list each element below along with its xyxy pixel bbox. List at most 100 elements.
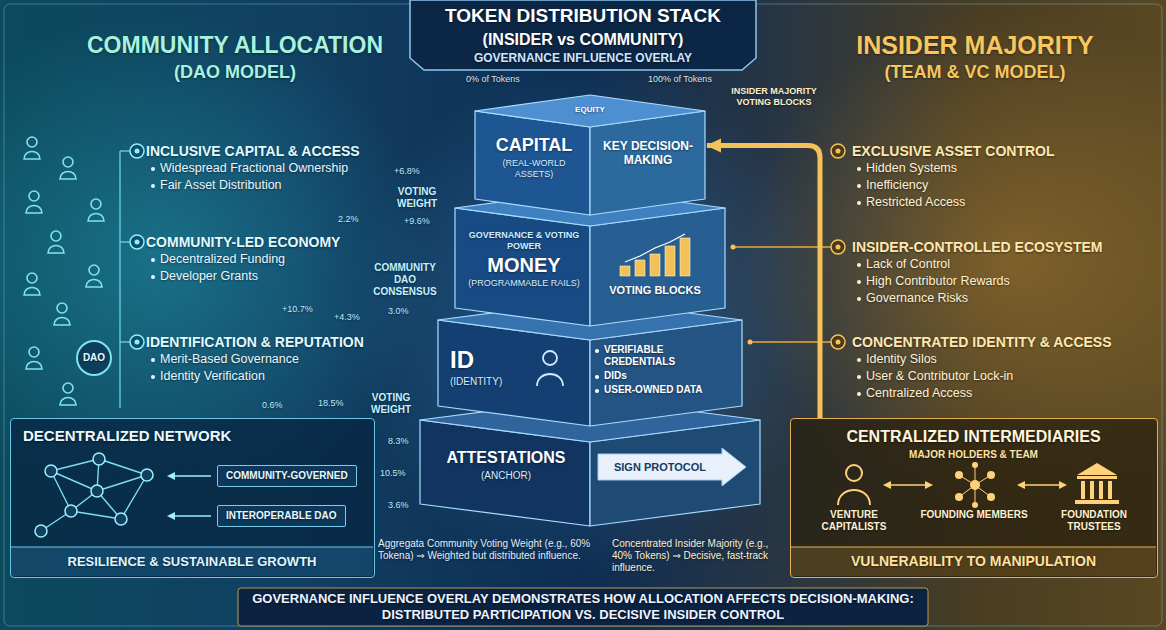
person-icon (60, 383, 76, 405)
panel-subheading: (TEAM & VC MODEL) (790, 62, 1160, 84)
trustee-icon (1081, 481, 1085, 499)
text-slot: (ANCHOR) (430, 470, 582, 482)
text-slot: +9.6% (404, 216, 430, 227)
tag-box: INTEROPERABLE DAO (217, 505, 346, 527)
scale-label: 100% of Tokens (648, 74, 712, 85)
bullet-text: Identity Verification (160, 368, 364, 385)
leader-line (120, 341, 130, 342)
text-slot: 3.6% (388, 500, 409, 511)
flow-label: COMMUNITY DAO CONSENSUS (368, 262, 442, 298)
text-slot: VOTING WEIGHT (364, 392, 418, 416)
bullet-icon (130, 335, 144, 349)
text-slot: MAJOR HOLDERS & TEAM (791, 449, 1156, 461)
layer-text: VERIFIABLE CREDENTIALS (604, 344, 732, 368)
chart-bar (680, 238, 690, 276)
exchange-head (883, 481, 891, 489)
network-link (121, 475, 147, 519)
chart-bar (665, 246, 675, 276)
panel-subheading: (DAO MODEL) (60, 62, 410, 84)
member-dot (972, 502, 978, 508)
layer-text: (ANCHOR) (430, 470, 582, 482)
title-subline: (INSIDER vs COMMUNITY) (410, 30, 756, 49)
network-node (35, 525, 47, 537)
network-node (93, 453, 105, 465)
text-slot: GOVERNANCE INFLUENCE OVERLAY (410, 51, 756, 65)
pointer-head (167, 512, 175, 520)
bullet-text: Hidden Systems (866, 160, 1055, 177)
item-heading: COMMUNITY-LED ECONOMY (146, 233, 340, 251)
pointer-head (167, 472, 175, 480)
member-dot (972, 462, 978, 468)
layer-text: ATTESTATIONS (430, 448, 582, 467)
person-icon (54, 303, 70, 325)
panel-title: DECENTRALIZED NETWORK (23, 427, 363, 445)
bullet-dot (836, 149, 841, 154)
panel-text: FOUNDATION TRUSTEES (1039, 509, 1149, 533)
member-dot (987, 471, 995, 479)
person-icon (537, 374, 563, 386)
layer-text: USER-OWNED DATA (604, 384, 732, 396)
member-dot (970, 480, 980, 490)
person-icon (60, 157, 76, 179)
note-text: Aggregata Community Voting Weight (e.g.,… (378, 538, 593, 562)
bullet-text: Centralized Access (866, 385, 1112, 402)
leader-line (120, 241, 130, 242)
text-slot: TOKEN DISTRIBUTION STACK (410, 5, 756, 28)
item-heading: EXCLUSIVE ASSET CONTROL (852, 142, 1055, 160)
layer-text: SIGN PROTOCOL (602, 461, 718, 474)
percent-label: 10.5% (380, 468, 406, 479)
leader-line (120, 150, 130, 151)
stack-layer: EQUITYCAPITAL(REAL-WORLD ASSETS)KEY DECI… (475, 95, 705, 215)
bullet-text: User & Contributor Lock-in (866, 368, 1112, 385)
trustee-icon (1077, 463, 1117, 475)
stack-glow (350, 60, 830, 580)
left-connector-lines (120, 151, 130, 408)
text-slot: USER-OWNED DATA (604, 384, 732, 396)
text-slot: 3.0% (388, 306, 409, 317)
text-slot: VULNERABILITY TO MANIPULATION (791, 547, 1156, 576)
person-icon (26, 191, 42, 213)
trustee-icon (1077, 476, 1117, 479)
panel-text: RESILIENCE & SUSTAINABLE GROWTH (11, 547, 373, 576)
flow-label: INSIDER MAJORITY VOTING BLOCKS (722, 86, 826, 108)
text-slot: (REAL-WORLD ASSETS) (485, 158, 583, 180)
network-link (71, 511, 121, 519)
trustee-icon (1075, 500, 1119, 504)
text-slot: DECENTRALIZED NETWORK (23, 427, 363, 445)
layer-text: MONEY (465, 253, 583, 277)
tag-box: COMMUNITY-GOVERNED (217, 465, 357, 487)
panel-heading: INSIDER MAJORITY (790, 30, 1160, 60)
percent-label: 18.5% (318, 398, 344, 409)
layer-top-face (438, 300, 742, 340)
layer-text: KEY DECISION-MAKING (599, 139, 697, 167)
dao-badge: DAO (76, 340, 112, 376)
text-slot: KEY DECISION-MAKING (599, 139, 697, 167)
exchange-head (1059, 481, 1067, 489)
bullet-text: Fair Asset Distribution (160, 177, 360, 194)
text-slot: +6.8% (394, 166, 420, 177)
layer-top-face (455, 190, 725, 226)
text-slot: COMMUNITY DAO CONSENSUS (368, 262, 442, 298)
percent-label: +9.6% (404, 216, 430, 227)
person-icon (26, 347, 42, 369)
text-slot: DIDs (604, 370, 732, 382)
text-slot: 2.2% (338, 214, 359, 225)
layer-top-face (475, 95, 705, 127)
exchange-head (925, 481, 933, 489)
feature-item: CONCENTRATED IDENTITY & ACCESSIdentity S… (852, 333, 1112, 402)
network-node (65, 505, 77, 517)
text-slot: FOUNDATION TRUSTEES (1039, 509, 1149, 533)
percent-label: 0.6% (262, 400, 283, 411)
panel-band (11, 547, 373, 576)
exchange-line (889, 484, 927, 486)
person-icon (24, 137, 40, 159)
pointer-line (173, 515, 211, 517)
tag-label: COMMUNITY-GOVERNED (226, 470, 348, 482)
layer-text: DIDs (604, 370, 732, 382)
bullet-text: Merit-Based Governance (160, 351, 364, 368)
chart-line (625, 234, 685, 262)
network-link (51, 459, 99, 471)
text-slot: RESILIENCE & SUSTAINABLE GROWTH (11, 547, 373, 576)
panel-band (791, 547, 1156, 576)
text-slot: FOUNDING MEMBERS (919, 509, 1029, 521)
